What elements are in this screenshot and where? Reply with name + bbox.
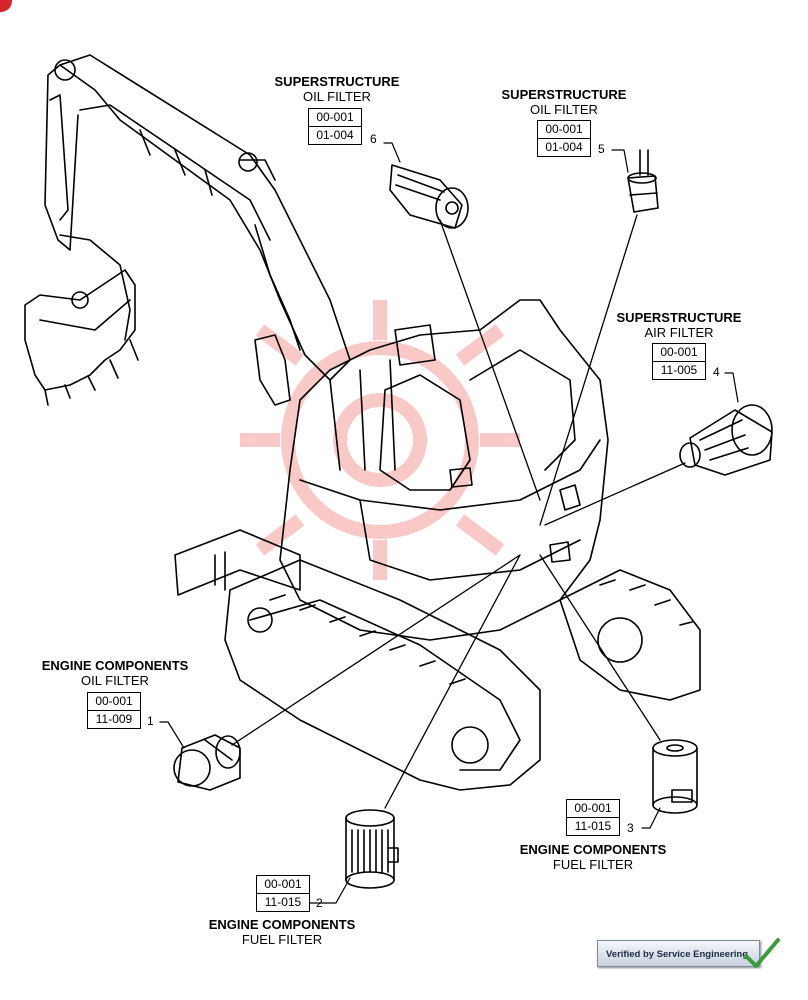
callout-number: 2 bbox=[316, 896, 323, 910]
callout-6-label: SUPERSTRUCTURE OIL FILTER bbox=[262, 74, 412, 104]
code-cell: 00-001 bbox=[566, 799, 620, 818]
callout-number: 4 bbox=[713, 365, 720, 379]
checkmark-icon bbox=[744, 938, 780, 968]
boom-arm bbox=[44, 54, 351, 381]
code-cell: 00-001 bbox=[87, 692, 141, 711]
code-cell: 01-004 bbox=[308, 127, 362, 145]
air-filter-4 bbox=[679, 404, 773, 476]
left-track bbox=[224, 559, 541, 791]
callout-5-codes: 00-001 01-004 bbox=[537, 120, 591, 157]
callout-4-codes: 00-001 11-005 bbox=[652, 343, 706, 380]
oil-filter-1 bbox=[173, 734, 241, 791]
callout-title: ENGINE COMPONENTS bbox=[519, 842, 667, 857]
callout-6-codes: 00-001 01-004 bbox=[308, 108, 362, 145]
bucket bbox=[24, 269, 139, 406]
watermark-gear-icon bbox=[240, 300, 520, 580]
code-cell: 00-001 bbox=[652, 343, 706, 362]
fuel-filter-3 bbox=[652, 739, 698, 814]
number-ticks bbox=[159, 142, 739, 904]
callout-title: SUPERSTRUCTURE bbox=[274, 74, 400, 89]
callout-title: ENGINE COMPONENTS bbox=[41, 658, 189, 673]
callout-3-codes: 00-001 11-015 bbox=[566, 799, 620, 836]
leader-lines bbox=[231, 214, 686, 809]
callout-3-label: ENGINE COMPONENTS FUEL FILTER bbox=[508, 842, 678, 872]
code-cell: 00-001 bbox=[537, 120, 591, 139]
callout-2-codes: 00-001 11-015 bbox=[256, 875, 310, 912]
dozer-blade bbox=[174, 529, 301, 596]
verified-badge: Verified by Service Engineering bbox=[597, 940, 760, 967]
callout-4-label: SUPERSTRUCTURE AIR FILTER bbox=[604, 310, 754, 340]
right-track bbox=[559, 569, 701, 701]
code-cell: 11-009 bbox=[87, 711, 141, 729]
code-cell: 01-004 bbox=[537, 139, 591, 157]
oil-filter-5 bbox=[627, 149, 659, 213]
callout-subtitle: OIL FILTER bbox=[81, 673, 149, 688]
callout-subtitle: FUEL FILTER bbox=[552, 857, 634, 872]
callout-subtitle: FUEL FILTER bbox=[241, 932, 323, 947]
callout-1-codes: 00-001 11-009 bbox=[87, 692, 141, 729]
callout-title: SUPERSTRUCTURE bbox=[616, 310, 742, 325]
code-cell: 11-015 bbox=[256, 894, 310, 912]
callout-title: SUPERSTRUCTURE bbox=[501, 87, 627, 102]
machine-body bbox=[254, 299, 609, 641]
callout-number: 1 bbox=[147, 714, 154, 728]
code-cell: 11-005 bbox=[652, 362, 706, 380]
callout-subtitle: AIR FILTER bbox=[644, 325, 714, 340]
callout-number: 6 bbox=[370, 132, 377, 146]
callout-subtitle: OIL FILTER bbox=[303, 89, 371, 104]
callout-5-label: SUPERSTRUCTURE OIL FILTER bbox=[489, 87, 639, 117]
callout-number: 3 bbox=[627, 821, 634, 835]
callout-2-label: ENGINE COMPONENTS FUEL FILTER bbox=[197, 917, 367, 947]
callout-1-label: ENGINE COMPONENTS OIL FILTER bbox=[30, 658, 200, 688]
fuel-filter-2 bbox=[345, 809, 399, 889]
callout-number: 5 bbox=[598, 142, 605, 156]
callout-subtitle: OIL FILTER bbox=[530, 102, 598, 117]
code-cell: 00-001 bbox=[308, 108, 362, 127]
code-cell: 11-015 bbox=[566, 818, 620, 836]
callout-title: ENGINE COMPONENTS bbox=[208, 917, 356, 932]
code-cell: 00-001 bbox=[256, 875, 310, 894]
oil-filter-6 bbox=[389, 164, 469, 229]
